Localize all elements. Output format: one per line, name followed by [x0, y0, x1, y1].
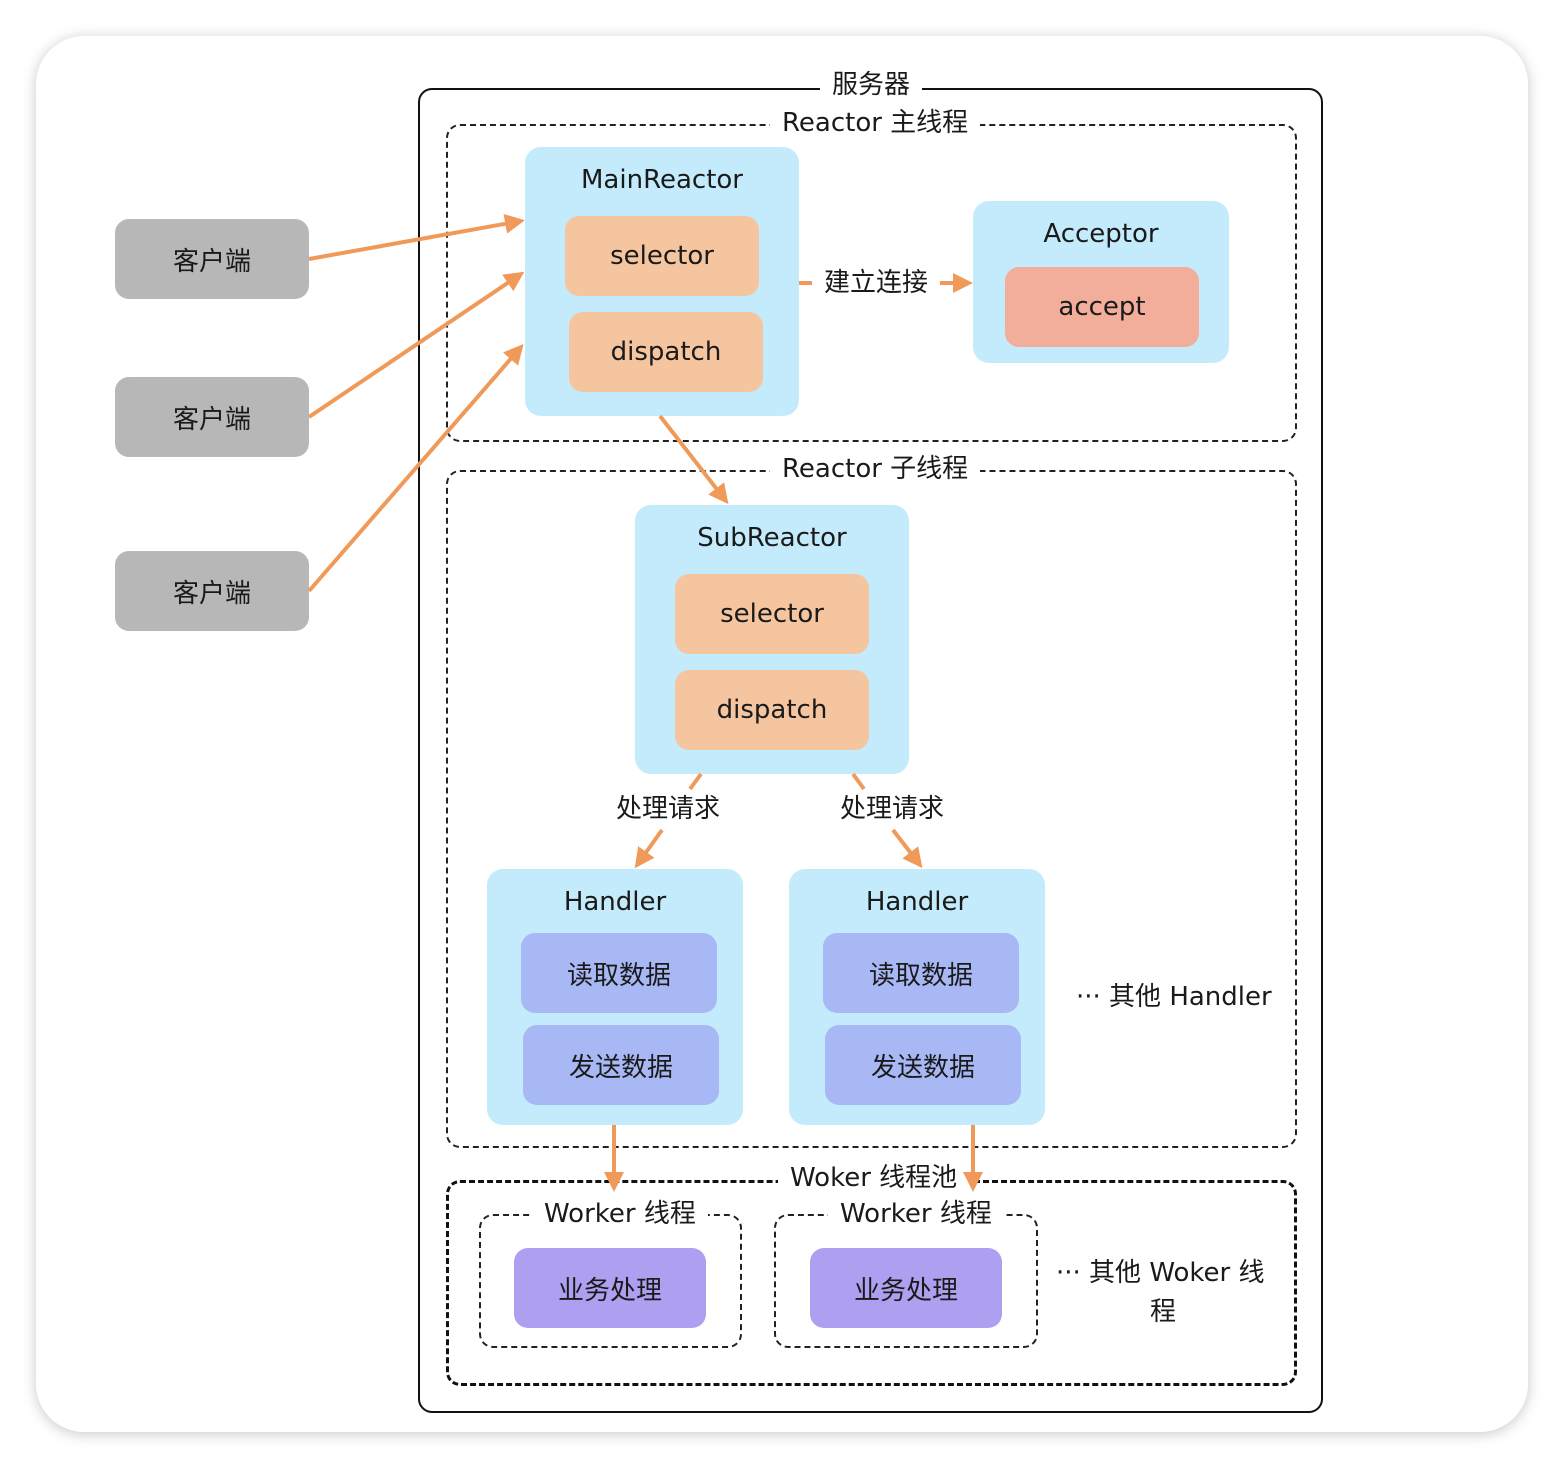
other-handlers-label: ··· 其他 Handler — [1076, 982, 1272, 1012]
sub-to-handler-right-tail — [851, 772, 866, 791]
client-2-arrow — [307, 271, 525, 419]
sub-to-handler-right-head — [891, 828, 923, 869]
sub-reactor-title: SubReactor — [697, 523, 847, 553]
worker-thread-right-label: Worker 线程 — [828, 1197, 1004, 1231]
handler-left-title: Handler — [563, 887, 667, 917]
sub-to-handler-left-tail — [688, 772, 703, 791]
main-reactor-title: MainReactor — [581, 165, 743, 195]
sub-dispatch-box: dispatch — [675, 670, 869, 750]
client-3-arrow — [307, 343, 524, 593]
main-dispatch-box: dispatch — [569, 312, 763, 392]
accept-box: accept — [1005, 267, 1199, 347]
client-box-2: 客户端 — [115, 377, 309, 457]
handler-left-send-box: 发送数据 — [523, 1025, 719, 1105]
handler-right-read-box: 读取数据 — [823, 933, 1019, 1013]
client-box-3: 客户端 — [115, 551, 309, 631]
acceptor-title: Acceptor — [1043, 219, 1159, 249]
connect-label: 建立连接 — [820, 266, 933, 300]
handler-left-read-box: 读取数据 — [521, 933, 717, 1013]
client-1-arrow — [308, 213, 525, 261]
client-box-1: 客户端 — [115, 219, 309, 299]
sub-to-handler-left-head — [634, 828, 664, 869]
main-to-sub-arrow — [658, 414, 729, 505]
reactor-sub-thread-label: Reactor 子线程 — [770, 452, 981, 486]
worker-pool-label: Woker 线程池 — [778, 1161, 970, 1195]
sub-selector-box: selector — [675, 574, 869, 654]
handle-request-left-label: 处理请求 — [612, 792, 725, 826]
worker-left-task-box: 业务处理 — [514, 1248, 706, 1328]
worker-thread-left-label: Worker 线程 — [532, 1197, 708, 1231]
other-workers-label-line1: ··· 其他 Woker 线 — [1056, 1258, 1265, 1288]
handle-request-right-label: 处理请求 — [836, 792, 949, 826]
reactor-main-thread-label: Reactor 主线程 — [770, 106, 981, 140]
worker-right-task-box: 业务处理 — [810, 1248, 1002, 1328]
server-label: 服务器 — [820, 68, 923, 102]
handler-right-title: Handler — [865, 887, 969, 917]
other-workers-label-line2: 程 — [1150, 1297, 1177, 1327]
handler-right-send-box: 发送数据 — [825, 1025, 1021, 1105]
main-selector-box: selector — [565, 216, 759, 296]
